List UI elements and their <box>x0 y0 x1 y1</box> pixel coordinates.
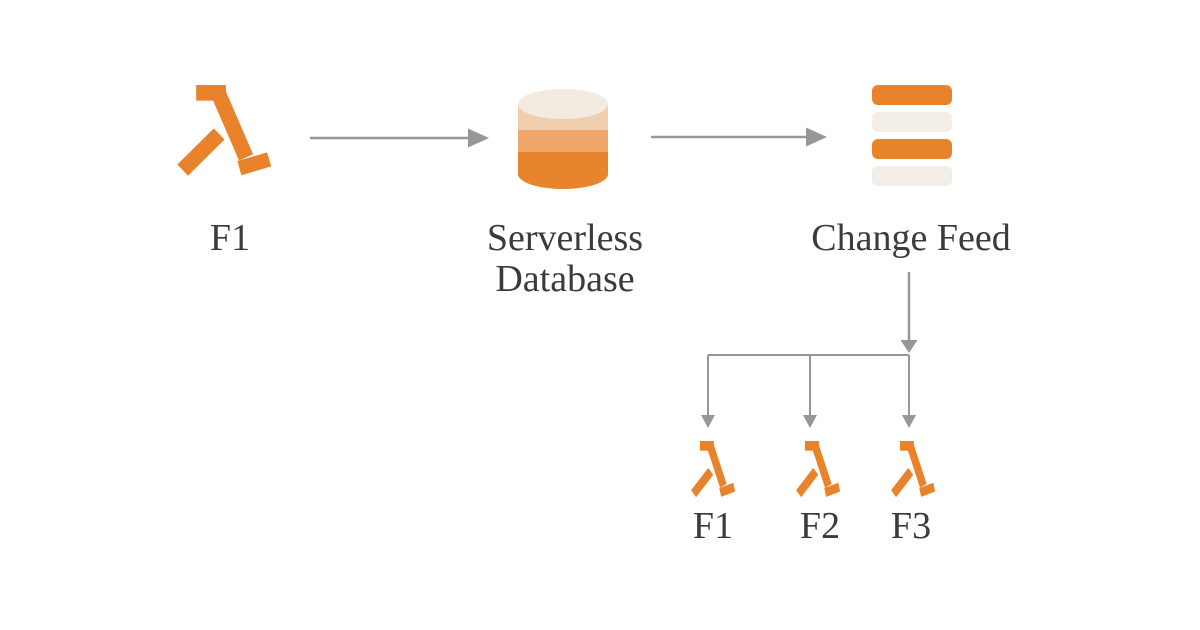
change-feed-stack-icon <box>872 85 952 186</box>
change-feed-label: Change Feed <box>811 217 1011 259</box>
lambda-icon <box>691 441 736 498</box>
feed-bar <box>872 85 952 105</box>
arrow-database-to-changefeed <box>651 127 827 147</box>
feed-bar <box>872 166 952 186</box>
feed-bar <box>872 139 952 159</box>
lambda-icon <box>891 441 936 498</box>
consumer-label: F2 <box>799 505 841 547</box>
lambda-icon <box>177 85 272 176</box>
lambda-icon <box>796 441 841 498</box>
feed-bar <box>872 112 952 132</box>
consumer-label: F1 <box>692 505 734 547</box>
arrow-changefeed-down <box>900 272 918 353</box>
consumer-label: F3 <box>890 505 932 547</box>
database-cylinder-icon <box>518 89 608 189</box>
fanout-connector <box>701 354 916 428</box>
arrow-source-to-database <box>310 128 489 148</box>
source-lambda-label: F1 <box>209 217 251 259</box>
database-label: Serverless Database <box>486 217 644 301</box>
